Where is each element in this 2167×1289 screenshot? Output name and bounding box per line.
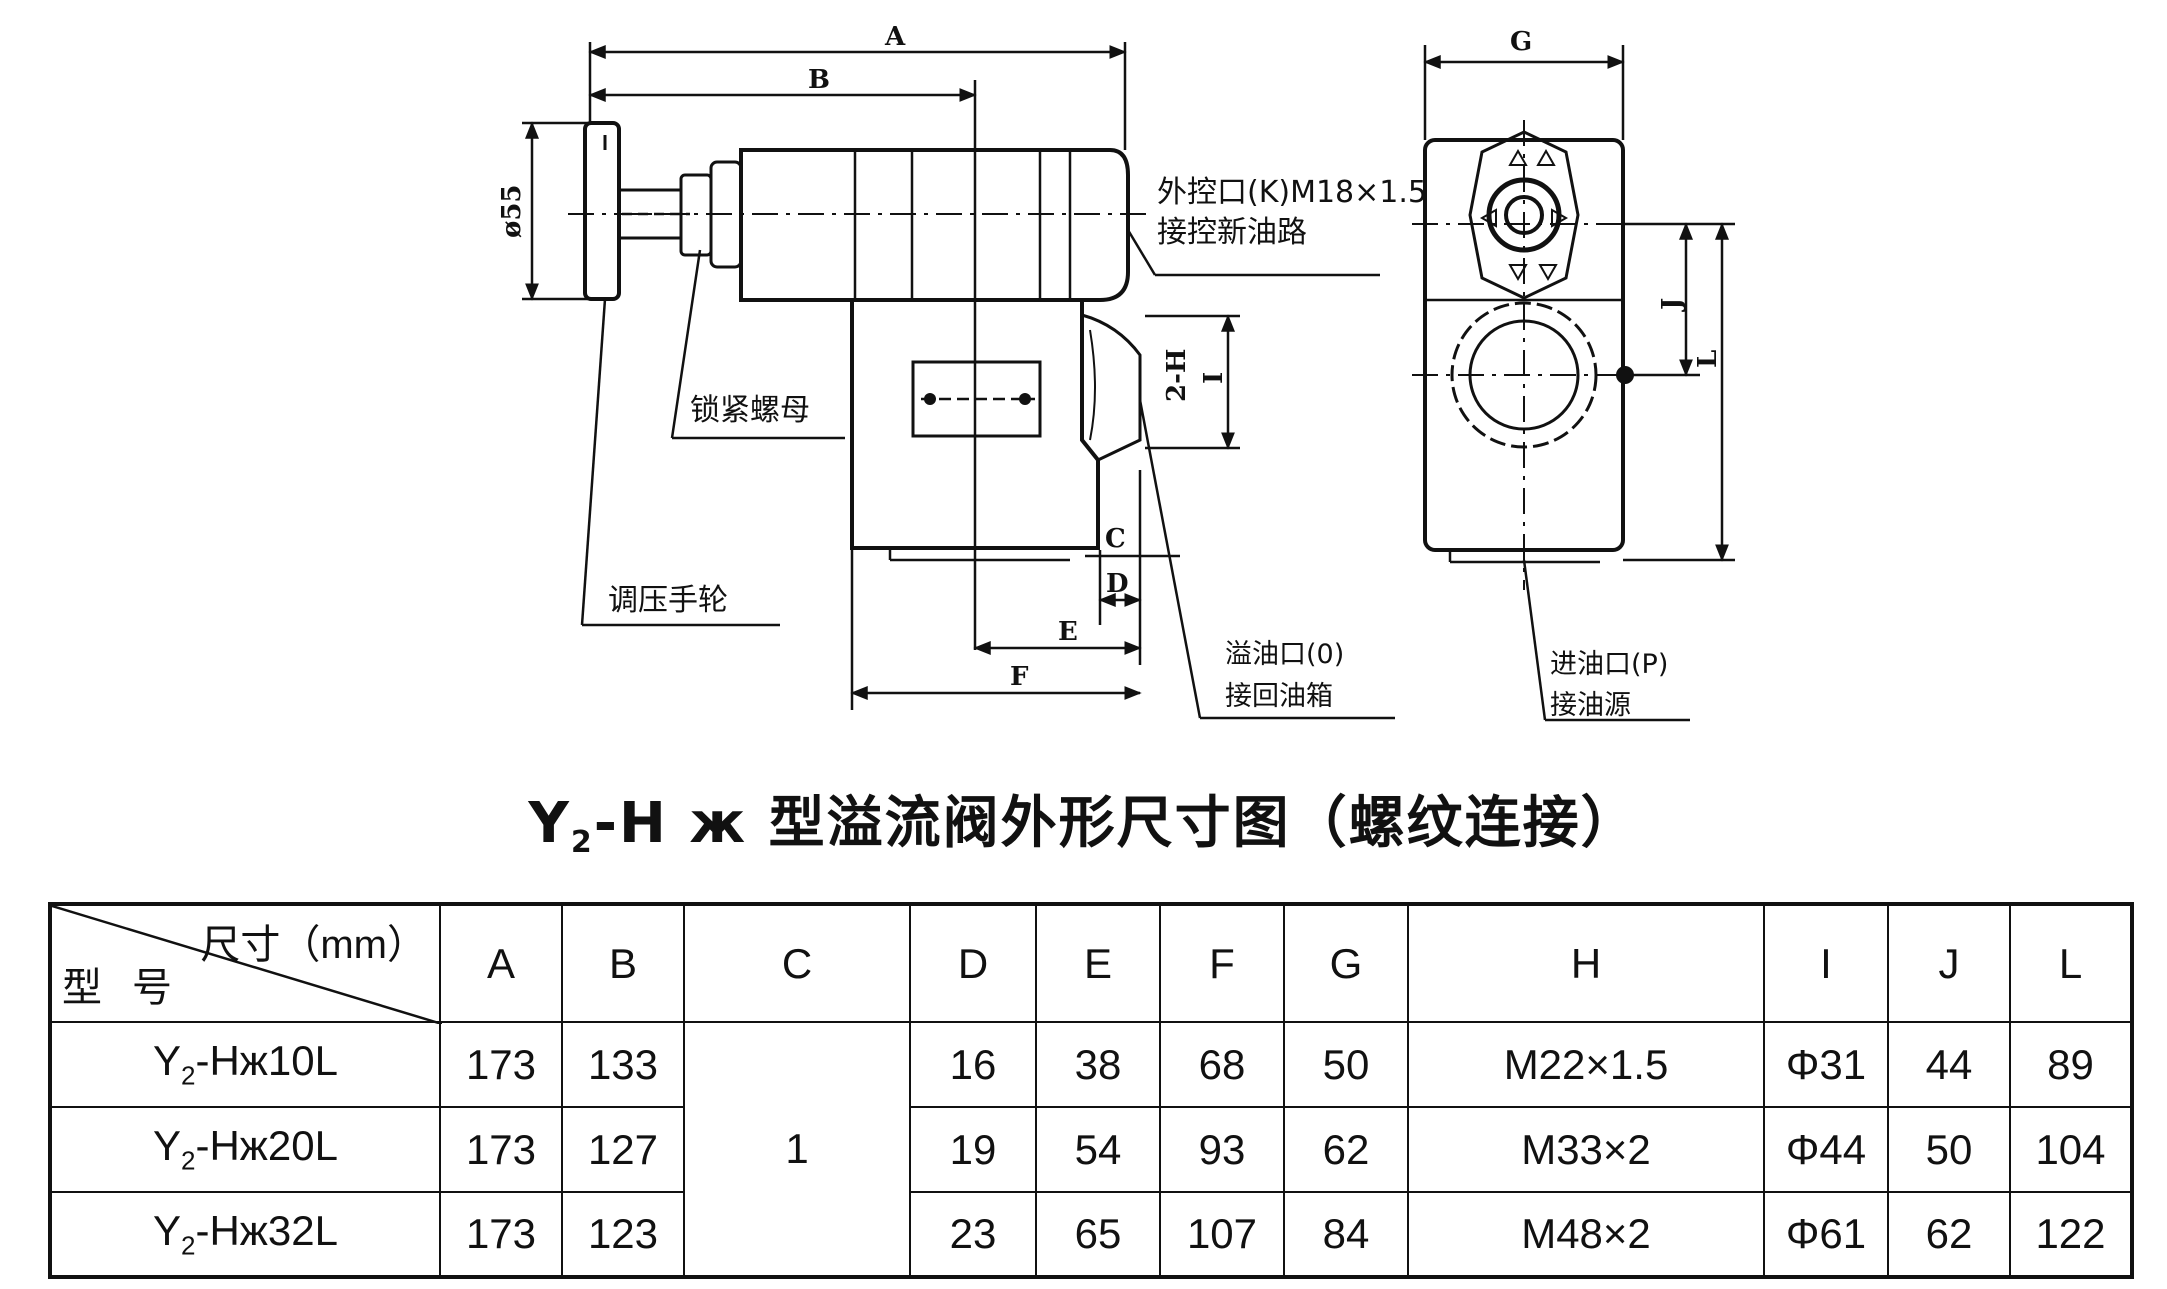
cell-b: 133 bbox=[561, 1021, 685, 1108]
bonnet-body bbox=[739, 148, 1130, 302]
corner-diagonal bbox=[52, 906, 442, 1024]
dim-label-a: A bbox=[884, 22, 906, 52]
dim-label-g: G bbox=[1510, 27, 1532, 57]
model-cell: Y2-Hж10L bbox=[49, 1021, 441, 1108]
valve-block bbox=[850, 300, 1100, 550]
cell-g: 62 bbox=[1283, 1106, 1409, 1193]
cell-i: Φ31 bbox=[1763, 1021, 1889, 1108]
dim-label-j: J bbox=[1657, 298, 1687, 312]
col-header-e: E bbox=[1035, 903, 1161, 1023]
cell-e: 38 bbox=[1035, 1021, 1161, 1108]
table-row: Y2-Hж10L 173 133 1 16 38 68 50 M22×1.5 Φ… bbox=[49, 1021, 2133, 1278]
control-cover bbox=[1468, 130, 1580, 300]
cell-j: 44 bbox=[1887, 1021, 2011, 1108]
cell-e: 54 bbox=[1035, 1106, 1161, 1193]
cell-l: 89 bbox=[2009, 1021, 2133, 1108]
dim-label-2h: 2-H bbox=[1162, 349, 1192, 402]
col-header-i: I bbox=[1763, 903, 1889, 1023]
handwheel bbox=[583, 121, 621, 301]
figure-title-suffix: -H ж 型溢流阀外形尺寸图（螺纹连接） bbox=[593, 791, 1639, 856]
model-suffix: -Hж10L bbox=[195, 1037, 338, 1085]
dim-label-d: D bbox=[1106, 569, 1129, 599]
col-header-l: L bbox=[2009, 903, 2133, 1023]
callout-overflow-note: 接回油箱 bbox=[1225, 681, 1333, 712]
model-sub: 2 bbox=[181, 1060, 196, 1091]
corner-size-label: 尺寸（mm） bbox=[200, 923, 427, 967]
dimension-table: 尺寸（mm） 型号 A B C D E F G H I J L Y2-Hж10L… bbox=[48, 902, 2134, 1279]
callout-pressure-handwheel: 调压手轮 bbox=[608, 583, 728, 618]
dim-label-phi55: ø55 bbox=[497, 184, 527, 238]
callout-lock-nut: 锁紧螺母 bbox=[690, 393, 810, 428]
dim-label-i: I bbox=[1199, 372, 1229, 384]
callout-inlet-note: 接油源 bbox=[1550, 690, 1631, 721]
dim-label-e: E bbox=[1058, 617, 1078, 647]
cell-h: M33×2 bbox=[1407, 1106, 1765, 1193]
cell-j: 50 bbox=[1887, 1106, 2011, 1193]
cell-i: Φ61 bbox=[1763, 1191, 1889, 1278]
cell-a: 173 bbox=[439, 1191, 563, 1278]
dim-label-l: L bbox=[1693, 350, 1723, 368]
cell-l: 122 bbox=[2009, 1191, 2133, 1278]
cell-g: 84 bbox=[1283, 1191, 1409, 1278]
model-prefix: Y bbox=[153, 1206, 182, 1254]
cell-e: 65 bbox=[1035, 1191, 1161, 1278]
model-prefix: Y bbox=[153, 1037, 182, 1085]
model-prefix: Y bbox=[153, 1122, 182, 1170]
cell-f: 93 bbox=[1159, 1106, 1285, 1193]
col-header-c: C bbox=[683, 903, 911, 1023]
cell-d: 19 bbox=[909, 1106, 1037, 1193]
figure-title-prefix: Y bbox=[528, 791, 571, 856]
cell-a: 173 bbox=[439, 1106, 563, 1193]
model-cell: Y2-Hж32L bbox=[49, 1191, 441, 1278]
dim-label-f: F bbox=[1010, 662, 1029, 692]
figure-title-sub: 2 bbox=[570, 825, 594, 860]
col-header-j: J bbox=[1887, 903, 2011, 1023]
cell-l: 104 bbox=[2009, 1106, 2133, 1193]
cell-b: 127 bbox=[561, 1106, 685, 1193]
col-header-b: B bbox=[561, 903, 685, 1023]
col-header-g: G bbox=[1283, 903, 1409, 1023]
cell-h: M22×1.5 bbox=[1407, 1021, 1765, 1108]
model-suffix: -Hж32L bbox=[195, 1206, 338, 1254]
model-suffix: -Hж20L bbox=[195, 1122, 338, 1170]
model-cell: Y2-Hж20L bbox=[49, 1106, 441, 1193]
callout-external-control-port: 外控口(K)M18×1.5 bbox=[1157, 175, 1427, 210]
table-row: Y2-Hж32L 173 123 23 65 107 84 M48×2 Φ61 … bbox=[49, 1191, 2133, 1278]
dim-label-c: C bbox=[1105, 524, 1126, 554]
mounting-window bbox=[911, 360, 1042, 438]
col-header-d: D bbox=[909, 903, 1037, 1023]
valve-dimension-drawing: A B ø55 2-H I C D E F G J L 外控口(K)M18×1.… bbox=[497, 22, 1735, 722]
corner-model-label: 型号 bbox=[62, 966, 202, 1010]
col-header-a: A bbox=[439, 903, 563, 1023]
callout-overflow-port: 溢油口(0) bbox=[1225, 639, 1344, 670]
col-header-f: F bbox=[1159, 903, 1285, 1023]
table-header-row: 尺寸（mm） 型号 A B C D E F G H I J L bbox=[49, 903, 2133, 1024]
col-header-h: H bbox=[1407, 903, 1765, 1023]
cell-c-merged: 1 bbox=[683, 1021, 911, 1278]
cell-f: 68 bbox=[1159, 1021, 1285, 1108]
callout-inlet-port: 进油口(P) bbox=[1550, 649, 1668, 680]
cell-a: 173 bbox=[439, 1021, 563, 1108]
model-sub: 2 bbox=[181, 1145, 196, 1176]
dim-label-b: B bbox=[808, 65, 830, 95]
cell-i: Φ44 bbox=[1763, 1106, 1889, 1193]
cell-b: 123 bbox=[561, 1191, 685, 1278]
table-corner-cell: 尺寸（mm） 型号 bbox=[49, 903, 442, 1024]
cell-d: 23 bbox=[909, 1191, 1037, 1278]
figure-title: Y2-H ж 型溢流阀外形尺寸图（螺纹连接） bbox=[0, 778, 2167, 860]
cell-h: M48×2 bbox=[1407, 1191, 1765, 1278]
cell-d: 16 bbox=[909, 1021, 1037, 1108]
model-sub: 2 bbox=[181, 1230, 196, 1261]
cell-g: 50 bbox=[1283, 1021, 1409, 1108]
table-row: Y2-Hж20L 173 127 19 54 93 62 M33×2 Φ44 5… bbox=[49, 1106, 2133, 1193]
callout-external-control-note: 接控新油路 bbox=[1157, 215, 1307, 250]
cell-j: 62 bbox=[1887, 1191, 2011, 1278]
cell-f: 107 bbox=[1159, 1191, 1285, 1278]
